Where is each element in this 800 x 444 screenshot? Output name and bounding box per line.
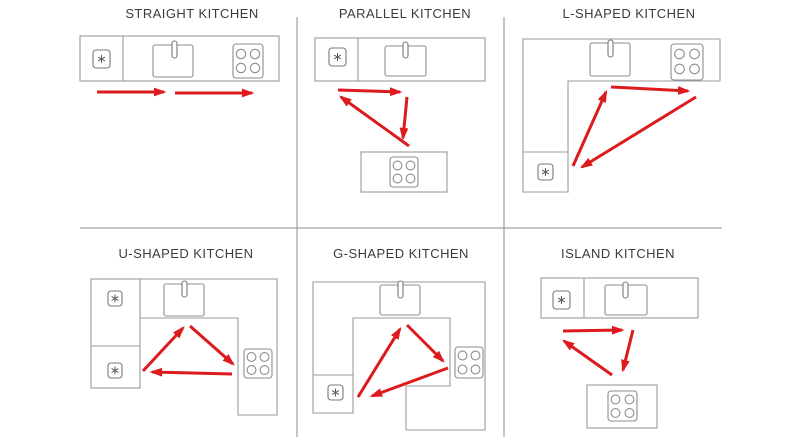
stove-icon — [243, 348, 273, 379]
sink-icon — [163, 280, 205, 317]
sink-icon — [604, 281, 648, 316]
panel-title-island: ISLAND KITCHEN — [561, 246, 675, 261]
workflow-arrow — [338, 95, 410, 148]
g-shaped-kitchen-diagram — [312, 280, 486, 431]
fridge-icon — [328, 47, 347, 67]
sink-icon — [152, 40, 194, 78]
fridge-icon — [327, 384, 344, 401]
stove-icon — [607, 390, 638, 422]
workflow-arrow — [610, 85, 691, 95]
stove-icon — [232, 43, 264, 79]
fridge-icon — [107, 290, 123, 307]
counter — [312, 281, 486, 431]
l-shaped-kitchen-diagram — [522, 38, 721, 193]
workflow-arrow — [149, 367, 233, 377]
work-triangle-arrows — [141, 324, 235, 377]
panel-title-straight: STRAIGHT KITCHEN — [125, 6, 259, 21]
work-triangle-arrows — [561, 325, 635, 377]
island-kitchen-diagram — [540, 277, 699, 429]
fridge-icon — [92, 49, 111, 69]
panel-title-parallel: PARALLEL KITCHEN — [338, 6, 472, 21]
work-triangle-arrows — [337, 87, 410, 148]
workflow-arrow — [561, 339, 613, 377]
panel-title-l-shaped: L-SHAPED KITCHEN — [562, 6, 696, 21]
sink-icon — [589, 39, 631, 77]
workflow-arrow — [571, 89, 608, 167]
workflow-arrow — [399, 96, 409, 141]
stove-icon — [454, 346, 484, 379]
straight-kitchen-diagram — [79, 35, 280, 98]
fridge-icon — [107, 362, 123, 379]
panel-grid-lines — [80, 17, 722, 437]
workflow-arrow — [562, 325, 625, 335]
sink-icon — [379, 280, 421, 316]
workflow-arrow — [579, 95, 697, 169]
stove-icon — [389, 156, 419, 188]
stove-icon — [670, 43, 704, 81]
panel-title-u-shaped: U-SHAPED KITCHEN — [118, 246, 254, 261]
workflow-arrow — [369, 366, 449, 398]
parallel-kitchen-diagram — [314, 37, 486, 193]
work-triangle-arrows — [571, 85, 697, 169]
sink-icon — [384, 41, 427, 77]
work-triangle-arrows — [356, 323, 449, 398]
fridge-icon — [537, 163, 554, 181]
workflow-arrow — [356, 326, 402, 398]
workflow-arrow — [621, 329, 635, 373]
panel-title-g-shaped: G-SHAPED KITCHEN — [333, 246, 469, 261]
workflow-arrow — [189, 324, 235, 366]
u-shaped-kitchen-diagram — [90, 278, 278, 416]
work-triangle-arrows — [97, 87, 255, 98]
workflow-arrow — [337, 87, 403, 97]
workflow-arrow — [141, 326, 185, 373]
workflow-arrow — [405, 323, 445, 363]
fridge-icon — [552, 290, 571, 310]
